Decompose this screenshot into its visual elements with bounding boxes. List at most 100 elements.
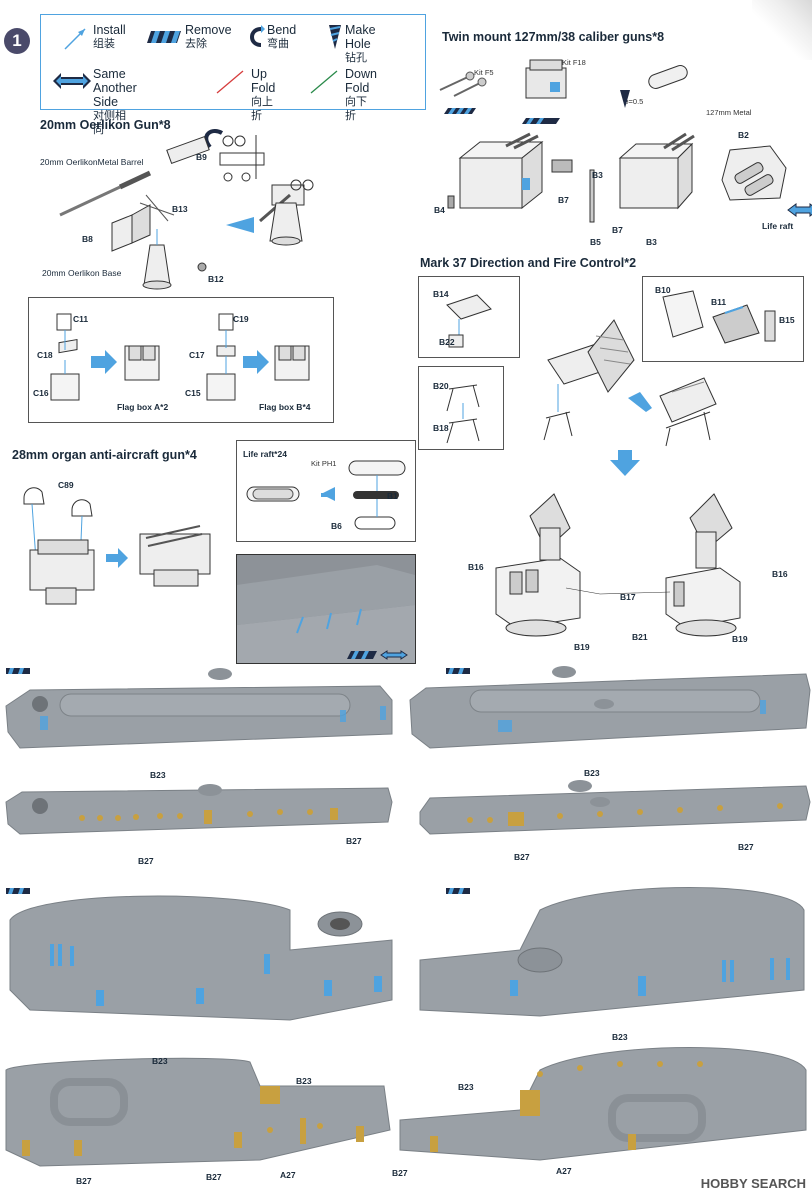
label-b19-right: B19 (732, 634, 748, 644)
flag-box-illustration (50, 313, 310, 401)
director-left (495, 493, 581, 637)
label-b27-row2-right-a: B27 (514, 852, 530, 862)
hobby-search-watermark: HOBBY SEARCH (700, 1176, 806, 1191)
mark37-assembled (659, 377, 717, 447)
organ-gun-title: 28mm organ anti-aircraft gun*4 (12, 448, 197, 462)
label-b19-left: B19 (574, 642, 590, 652)
drill-icon (329, 25, 341, 49)
label-b27-row4-left-c: B27 (392, 1168, 408, 1178)
label-b3-bottom: B3 (646, 237, 657, 247)
label-b10: B10 (655, 285, 671, 295)
director-right (665, 493, 741, 637)
label-c15: C15 (185, 388, 201, 398)
label-b4: B4 (434, 205, 445, 215)
legend-remove-zh: 去除 (185, 38, 207, 50)
organ-gun-parts (23, 487, 95, 605)
label-b21: B21 (632, 632, 648, 642)
life-raft-illustration (246, 460, 406, 530)
label-b23-row2-left: B23 (150, 770, 166, 780)
bend-arrow-icon (250, 25, 265, 47)
legend-bend-en: Bend (267, 23, 297, 37)
label-b7-right: B7 (612, 225, 623, 235)
director-assembly-illustration (495, 493, 741, 637)
label-b27-row2-right-b: B27 (738, 842, 754, 852)
label-a27-right: A27 (556, 1166, 572, 1176)
life-raft-label: Life raft (762, 221, 794, 231)
kit-ph1-label: Kit PH1 (311, 459, 337, 468)
label-b23-row4-left-a: B23 (152, 1056, 168, 1066)
label-b9: B9 (196, 152, 207, 162)
step-number-badge: 1 (4, 28, 30, 54)
label-b15: B15 (779, 315, 795, 325)
oerlikon-illustration (59, 128, 314, 290)
label-a27-left: A27 (280, 1170, 296, 1180)
brass-fittings-row4-right (430, 1061, 703, 1152)
label-b1: B1 (387, 491, 398, 501)
label-b5: B5 (590, 237, 601, 247)
label-b23-row4-right-a: B23 (612, 1032, 628, 1042)
turret-with-life-raft (721, 145, 812, 217)
mark37-title: Mark 37 Direction and Fire Control*2 (420, 256, 637, 270)
superstructure-row-4 (5, 1047, 807, 1167)
mark37-inset-b14: B14 B22 (418, 276, 520, 358)
window-markers-right (510, 958, 790, 996)
legend-up-fold-zh: 向上折 (251, 96, 273, 122)
remove-stripe-icon (147, 31, 181, 43)
kit-f5-label: Kit F5 (474, 68, 494, 77)
turret-with-parts (551, 132, 695, 223)
brass-fittings-row4-left (22, 1086, 364, 1156)
superstructure-row-3 (6, 887, 805, 1021)
organ-gun-illustration (23, 487, 211, 605)
label-b20: B20 (433, 381, 449, 391)
label-b17: B17 (620, 592, 636, 602)
label-b27-row4-left-a: B27 (76, 1176, 92, 1186)
legend-up-fold-en: Up Fold (251, 67, 276, 95)
label-b23-row4-right-b: B23 (458, 1082, 474, 1092)
life-raft-title: Life raft*24 (243, 449, 287, 459)
label-c18: C18 (37, 350, 53, 360)
mark37-b20-illustration (446, 384, 480, 444)
label-b23-row2-right: B23 (584, 768, 600, 778)
label-c16: C16 (33, 388, 49, 398)
oerlikon-gun-body (111, 135, 210, 290)
up-fold-line-icon (216, 70, 244, 94)
legend-install-en: Install (93, 23, 126, 37)
oerlikon-barrel (59, 170, 152, 217)
legend-down-fold-en: Down Fold (345, 67, 377, 95)
flag-box-a-parts (50, 313, 160, 401)
legend-bend-zh: 弯曲 (267, 38, 289, 50)
hull-deck-row-1 (5, 666, 811, 749)
kit-f18-turret (522, 59, 567, 124)
organ-gun-assembled (139, 525, 211, 587)
label-b6: B6 (331, 521, 342, 531)
legend-box: Install 组装 Remove 去除 Bend 弯曲 (40, 14, 426, 136)
flag-box-a-label: Flag box A*2 (117, 402, 169, 412)
flag-box-b-parts (206, 313, 310, 401)
mark37-b10-illustration (662, 290, 776, 344)
oerlikon-title: 20mm Oerlikon Gun*8 (40, 118, 171, 132)
flag-box-panel: C11 C18 C16 Flag box A*2 C19 C17 C15 Fla… (28, 297, 334, 423)
double-arrow-icon (53, 73, 91, 89)
down-fold-line-icon (310, 70, 338, 94)
twin-mount-illustration (439, 59, 812, 223)
flag-box-b-label: Flag box B*4 (259, 402, 311, 412)
oerlikon-base-label: 20mm Oerlikon Base (42, 268, 122, 278)
label-b3-top: B3 (592, 170, 603, 180)
label-b11: B11 (711, 297, 727, 307)
hull-detail-illustration (237, 565, 415, 663)
hole-size-label: ⌀=0.5 (624, 97, 644, 106)
label-b8: B8 (82, 234, 93, 244)
label-c89: C89 (58, 480, 74, 490)
hull-detail-inset (236, 554, 416, 664)
window-markers-left (50, 944, 382, 1006)
legend-install-zh: 组装 (93, 38, 115, 50)
metal-barrel-label: 127mm Metal (706, 108, 752, 117)
label-b27-row2-left-b: B27 (346, 836, 362, 846)
label-c19: C19 (233, 314, 249, 324)
label-b18: B18 (433, 423, 449, 433)
legend-same-side-zh: 对侧相同 (93, 110, 126, 136)
mark37-b14-illustration (446, 294, 492, 348)
label-b27-row2-left-a: B27 (138, 856, 154, 866)
mark37-inset-b20: B20 B18 (418, 366, 504, 450)
label-c11: C11 (73, 314, 89, 324)
